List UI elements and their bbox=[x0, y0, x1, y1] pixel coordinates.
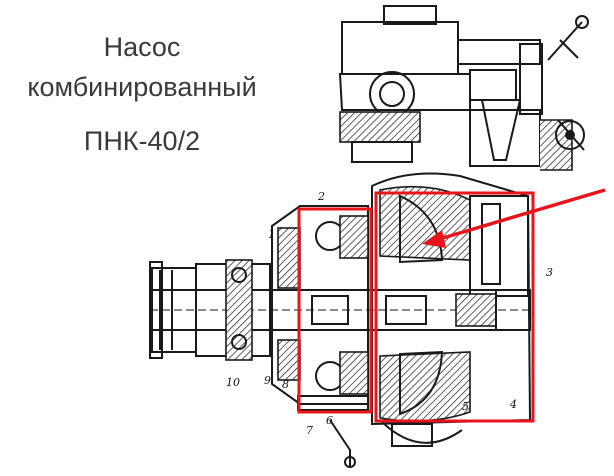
callout-2: 2 bbox=[317, 190, 325, 203]
impeller-highlight-box bbox=[374, 191, 535, 423]
title-line-1: Насос bbox=[103, 32, 181, 62]
top-drive-housing bbox=[338, 5, 573, 171]
bearing-highlight-box bbox=[297, 207, 373, 414]
title-line-2: комбинированный bbox=[27, 72, 257, 102]
callout-9: 9 bbox=[264, 374, 271, 387]
callout-4: 4 bbox=[509, 398, 517, 411]
arrow-icon bbox=[422, 188, 606, 248]
shaft-assembly bbox=[149, 259, 531, 361]
callout-10: 10 bbox=[226, 376, 240, 389]
pump-casing bbox=[329, 172, 532, 468]
callout-labels: 1 2 3 4 5 6 7 8 9 10 bbox=[226, 190, 553, 437]
callout-5: 5 bbox=[462, 400, 469, 413]
handwheel-icon bbox=[547, 15, 589, 151]
title-model: ПНК-40/2 bbox=[83, 126, 201, 156]
callout-8: 8 bbox=[282, 378, 289, 391]
callout-7: 7 bbox=[306, 424, 313, 437]
callout-6: 6 bbox=[326, 414, 333, 427]
callout-3: 3 bbox=[546, 266, 553, 279]
callout-1: 1 bbox=[268, 228, 275, 241]
